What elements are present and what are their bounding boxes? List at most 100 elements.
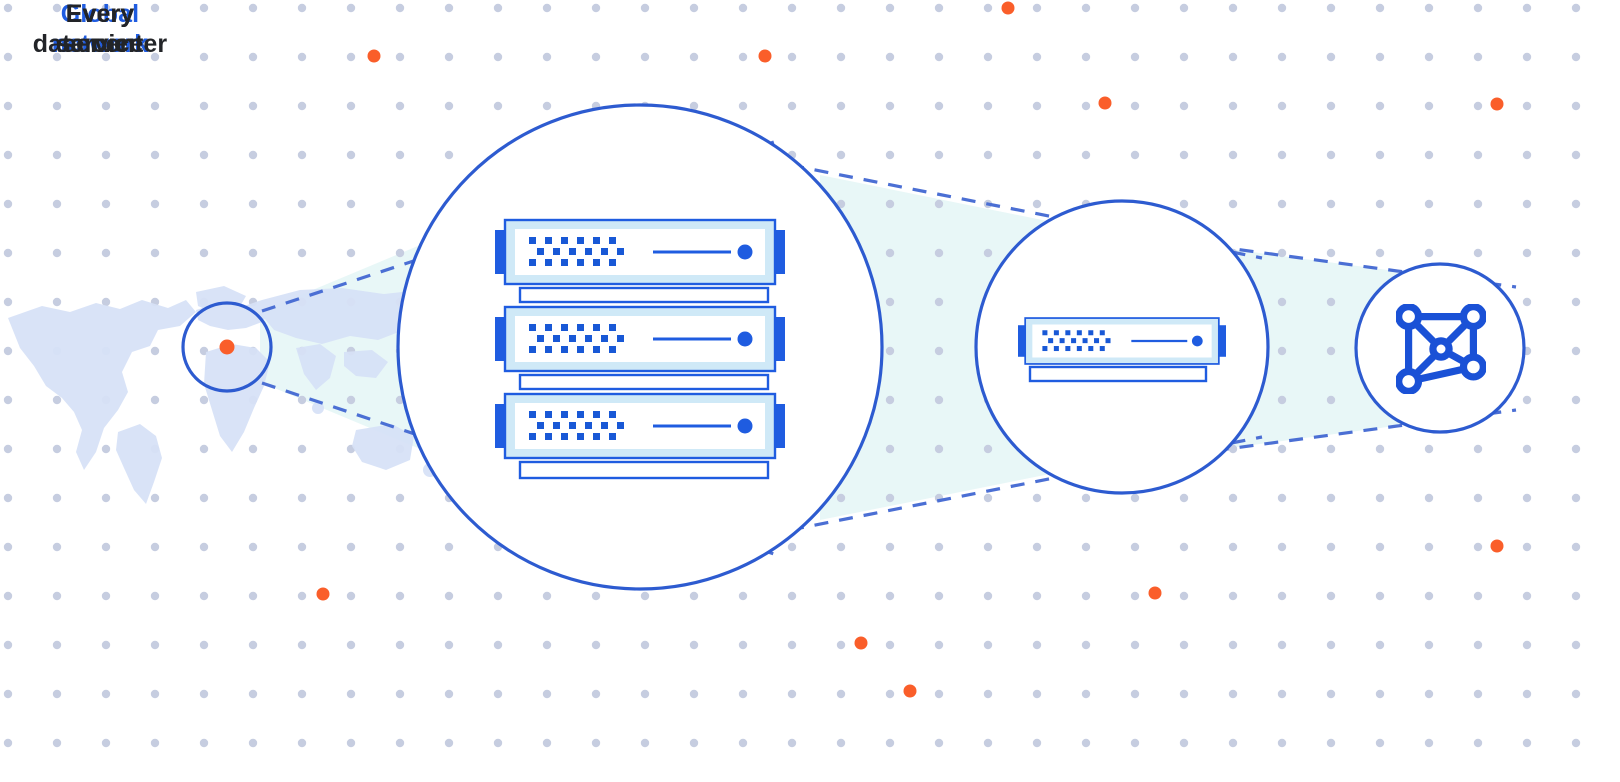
grid-dot <box>885 150 895 160</box>
grid-dot <box>297 52 307 62</box>
grid-dot <box>1473 199 1483 209</box>
grid-dot <box>3 248 13 258</box>
accent-dot <box>1490 539 1504 553</box>
grid-dot <box>101 493 111 503</box>
grid-dot <box>1277 248 1287 258</box>
grid-dot <box>199 444 209 454</box>
grid-dot <box>1375 101 1385 111</box>
grid-dot <box>836 640 846 650</box>
grid-dot <box>1179 101 1189 111</box>
grid-dot <box>1326 297 1336 307</box>
grid-dot <box>1326 346 1336 356</box>
grid-dot <box>1228 689 1238 699</box>
grid-dot <box>1522 248 1532 258</box>
grid-dot <box>3 346 13 356</box>
grid-dot <box>52 444 62 454</box>
grid-dot <box>1228 738 1238 748</box>
grid-dot <box>493 591 503 601</box>
grid-dot <box>297 542 307 552</box>
grid-dot <box>983 542 993 552</box>
grid-dot <box>1473 689 1483 699</box>
grid-dot <box>934 150 944 160</box>
accent-dot <box>854 636 868 650</box>
grid-dot <box>248 640 258 650</box>
grid-dot <box>101 689 111 699</box>
grid-dot <box>934 248 944 258</box>
stage-every-service[interactable] <box>1354 262 1526 434</box>
grid-dot <box>1571 3 1581 13</box>
grid-dot <box>1522 738 1532 748</box>
label-every-data-center: Every data center <box>32 0 168 58</box>
grid-dot <box>1130 591 1140 601</box>
grid-dot <box>101 640 111 650</box>
grid-dot <box>1424 738 1434 748</box>
grid-dot <box>346 199 356 209</box>
grid-dot <box>150 640 160 650</box>
grid-dot <box>983 493 993 503</box>
grid-dot <box>1473 591 1483 601</box>
grid-dot <box>1326 689 1336 699</box>
grid-dot <box>1179 493 1189 503</box>
grid-dot <box>3 199 13 209</box>
grid-dot <box>983 101 993 111</box>
grid-dot <box>689 591 699 601</box>
grid-dot <box>346 101 356 111</box>
grid-dot <box>1179 52 1189 62</box>
grid-dot <box>1277 640 1287 650</box>
grid-dot <box>297 444 307 454</box>
grid-dot <box>1424 3 1434 13</box>
grid-dot <box>101 52 111 62</box>
grid-dot <box>444 52 454 62</box>
grid-dot <box>346 493 356 503</box>
grid-dot <box>1326 542 1336 552</box>
grid-dot <box>640 591 650 601</box>
grid-dot <box>395 52 405 62</box>
grid-dot <box>1473 493 1483 503</box>
grid-dot <box>444 150 454 160</box>
grid-dot <box>1522 199 1532 209</box>
grid-dot <box>346 738 356 748</box>
grid-dot <box>395 248 405 258</box>
stage-every-server[interactable] <box>974 199 1270 495</box>
grid-dot <box>1424 101 1434 111</box>
grid-dot <box>1326 493 1336 503</box>
grid-dot <box>1375 248 1385 258</box>
grid-dot <box>542 640 552 650</box>
grid-dot <box>1424 248 1434 258</box>
grid-dot <box>1130 150 1140 160</box>
grid-dot <box>1571 640 1581 650</box>
grid-dot <box>101 591 111 601</box>
grid-dot <box>52 395 62 405</box>
grid-dot <box>1375 150 1385 160</box>
grid-dot <box>1424 689 1434 699</box>
stage-global-network[interactable] <box>181 301 273 393</box>
stage-every-data-center[interactable] <box>396 103 884 591</box>
grid-dot <box>934 297 944 307</box>
grid-dot <box>346 3 356 13</box>
grid-dot <box>1571 346 1581 356</box>
grid-dot <box>1326 150 1336 160</box>
grid-dot <box>1179 199 1189 209</box>
background-dot-grid <box>3 3 1581 748</box>
grid-dot <box>3 542 13 552</box>
grid-dot <box>1424 542 1434 552</box>
grid-dot <box>1473 52 1483 62</box>
grid-dot <box>395 199 405 209</box>
grid-dot <box>1228 493 1238 503</box>
grid-dot <box>444 591 454 601</box>
grid-dot <box>689 738 699 748</box>
grid-dot <box>787 689 797 699</box>
grid-dot <box>836 150 846 160</box>
grid-dot <box>52 199 62 209</box>
grid-dot <box>101 101 111 111</box>
grid-dot <box>983 591 993 601</box>
grid-dot <box>444 738 454 748</box>
grid-dot <box>444 689 454 699</box>
background-accent-dots <box>316 1 1504 698</box>
grid-dot <box>3 3 13 13</box>
grid-dot <box>1522 150 1532 160</box>
grid-dot <box>738 738 748 748</box>
grid-dot <box>1571 248 1581 258</box>
grid-dot <box>1522 640 1532 650</box>
grid-dot <box>199 150 209 160</box>
